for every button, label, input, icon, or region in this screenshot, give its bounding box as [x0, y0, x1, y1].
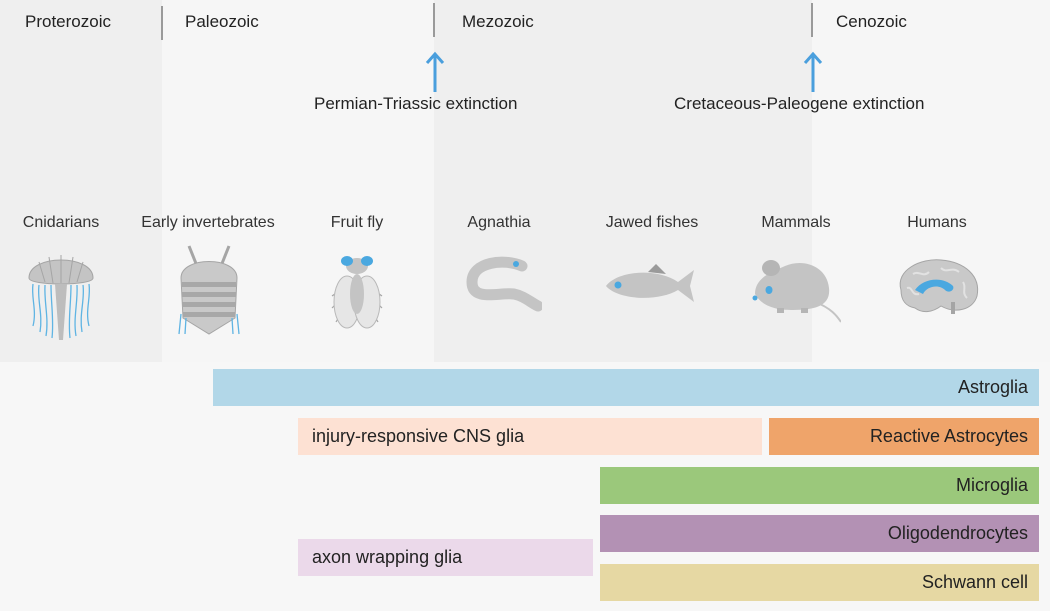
- era-label-proterozoic: Proterozoic: [25, 12, 111, 31]
- arrow-up-icon: [803, 51, 823, 92]
- era-divider: [433, 3, 435, 37]
- era-label-cenozoic: Cenozoic: [836, 12, 907, 31]
- era-divider: [161, 6, 163, 40]
- era-divider: [811, 3, 813, 37]
- glia-bar-oligodendrocytes: Oligodendrocytes: [600, 515, 1039, 552]
- fish-icon: [606, 264, 694, 302]
- fruit-fly-icon: [331, 256, 383, 329]
- organism-label-humans: Humans: [907, 214, 967, 231]
- proterozoic-band: [0, 0, 162, 362]
- glia-bar-injury-responsive-cns-glia: injury-responsive CNS glia: [298, 418, 762, 455]
- mouse-icon: [752, 260, 841, 323]
- era-label-paleozoic: Paleozoic: [185, 12, 259, 31]
- glia-bar-axon-wrapping-glia: axon wrapping glia: [298, 539, 593, 576]
- organism-label-mammals: Mammals: [761, 214, 831, 231]
- era-label-mezozoic: Mezozoic: [462, 12, 534, 31]
- event-cretaceous-paleogene: Cretaceous-Paleogene extinction: [674, 94, 925, 113]
- arrow-up-icon: [425, 51, 445, 92]
- organism-label-early-invertebrates: Early invertebrates: [141, 214, 275, 231]
- glia-bar-microglia: Microglia: [600, 467, 1039, 504]
- glia-bar-schwann-cell: Schwann cell: [600, 564, 1039, 601]
- trilobite-icon: [178, 245, 240, 335]
- glia-bar-reactive-astrocytes: Reactive Astrocytes: [769, 418, 1039, 455]
- lamprey-icon: [466, 256, 542, 312]
- organism-label-fruit-fly: Fruit fly: [330, 214, 384, 231]
- jellyfish-icon: [28, 255, 94, 340]
- organism-label-jawed-fishes: Jawed fishes: [605, 214, 699, 231]
- organism-label-agnathia: Agnathia: [467, 214, 531, 231]
- organism-label-cnidarians: Cnidarians: [22, 214, 100, 231]
- mezozoic-band: [434, 0, 812, 362]
- glia-bar-astroglia: Astroglia: [213, 369, 1039, 406]
- event-permian-triassic: Permian-Triassic extinction: [314, 94, 518, 113]
- human-brain-icon: [899, 259, 979, 314]
